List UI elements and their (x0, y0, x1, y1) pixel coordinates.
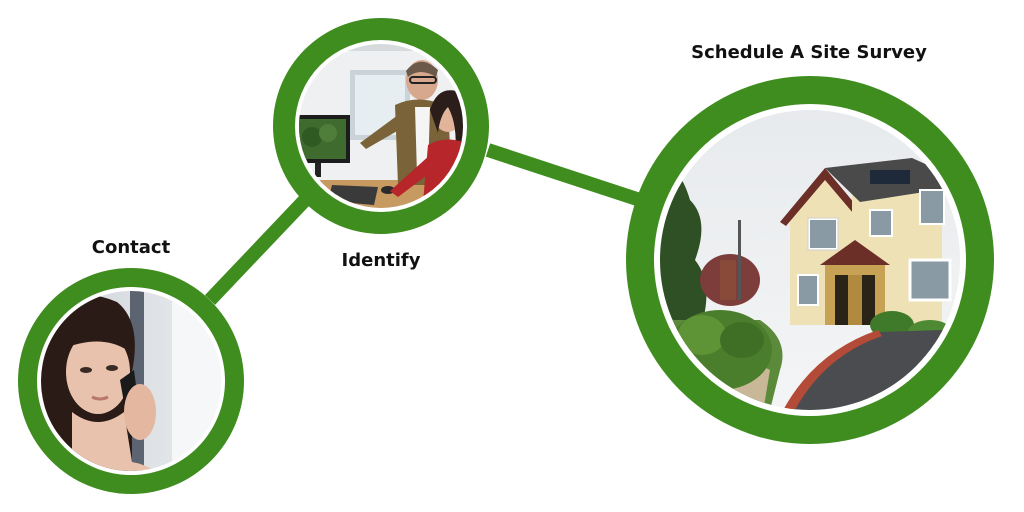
connector-contact-identify (204, 195, 311, 305)
connector-identify-survey (485, 143, 643, 207)
detached-house-photo (660, 110, 960, 410)
step-circle-identify (273, 18, 489, 234)
step-label-identify: Identify (341, 250, 421, 271)
step-circle-contact (18, 268, 244, 494)
step-label-contact: Contact (91, 237, 171, 258)
woman-on-phone-photo (41, 291, 221, 471)
office-colleagues-at-computer-photo (299, 44, 463, 208)
step-label-survey: Schedule A Site Survey (691, 42, 927, 63)
step-circle-survey (626, 76, 994, 444)
